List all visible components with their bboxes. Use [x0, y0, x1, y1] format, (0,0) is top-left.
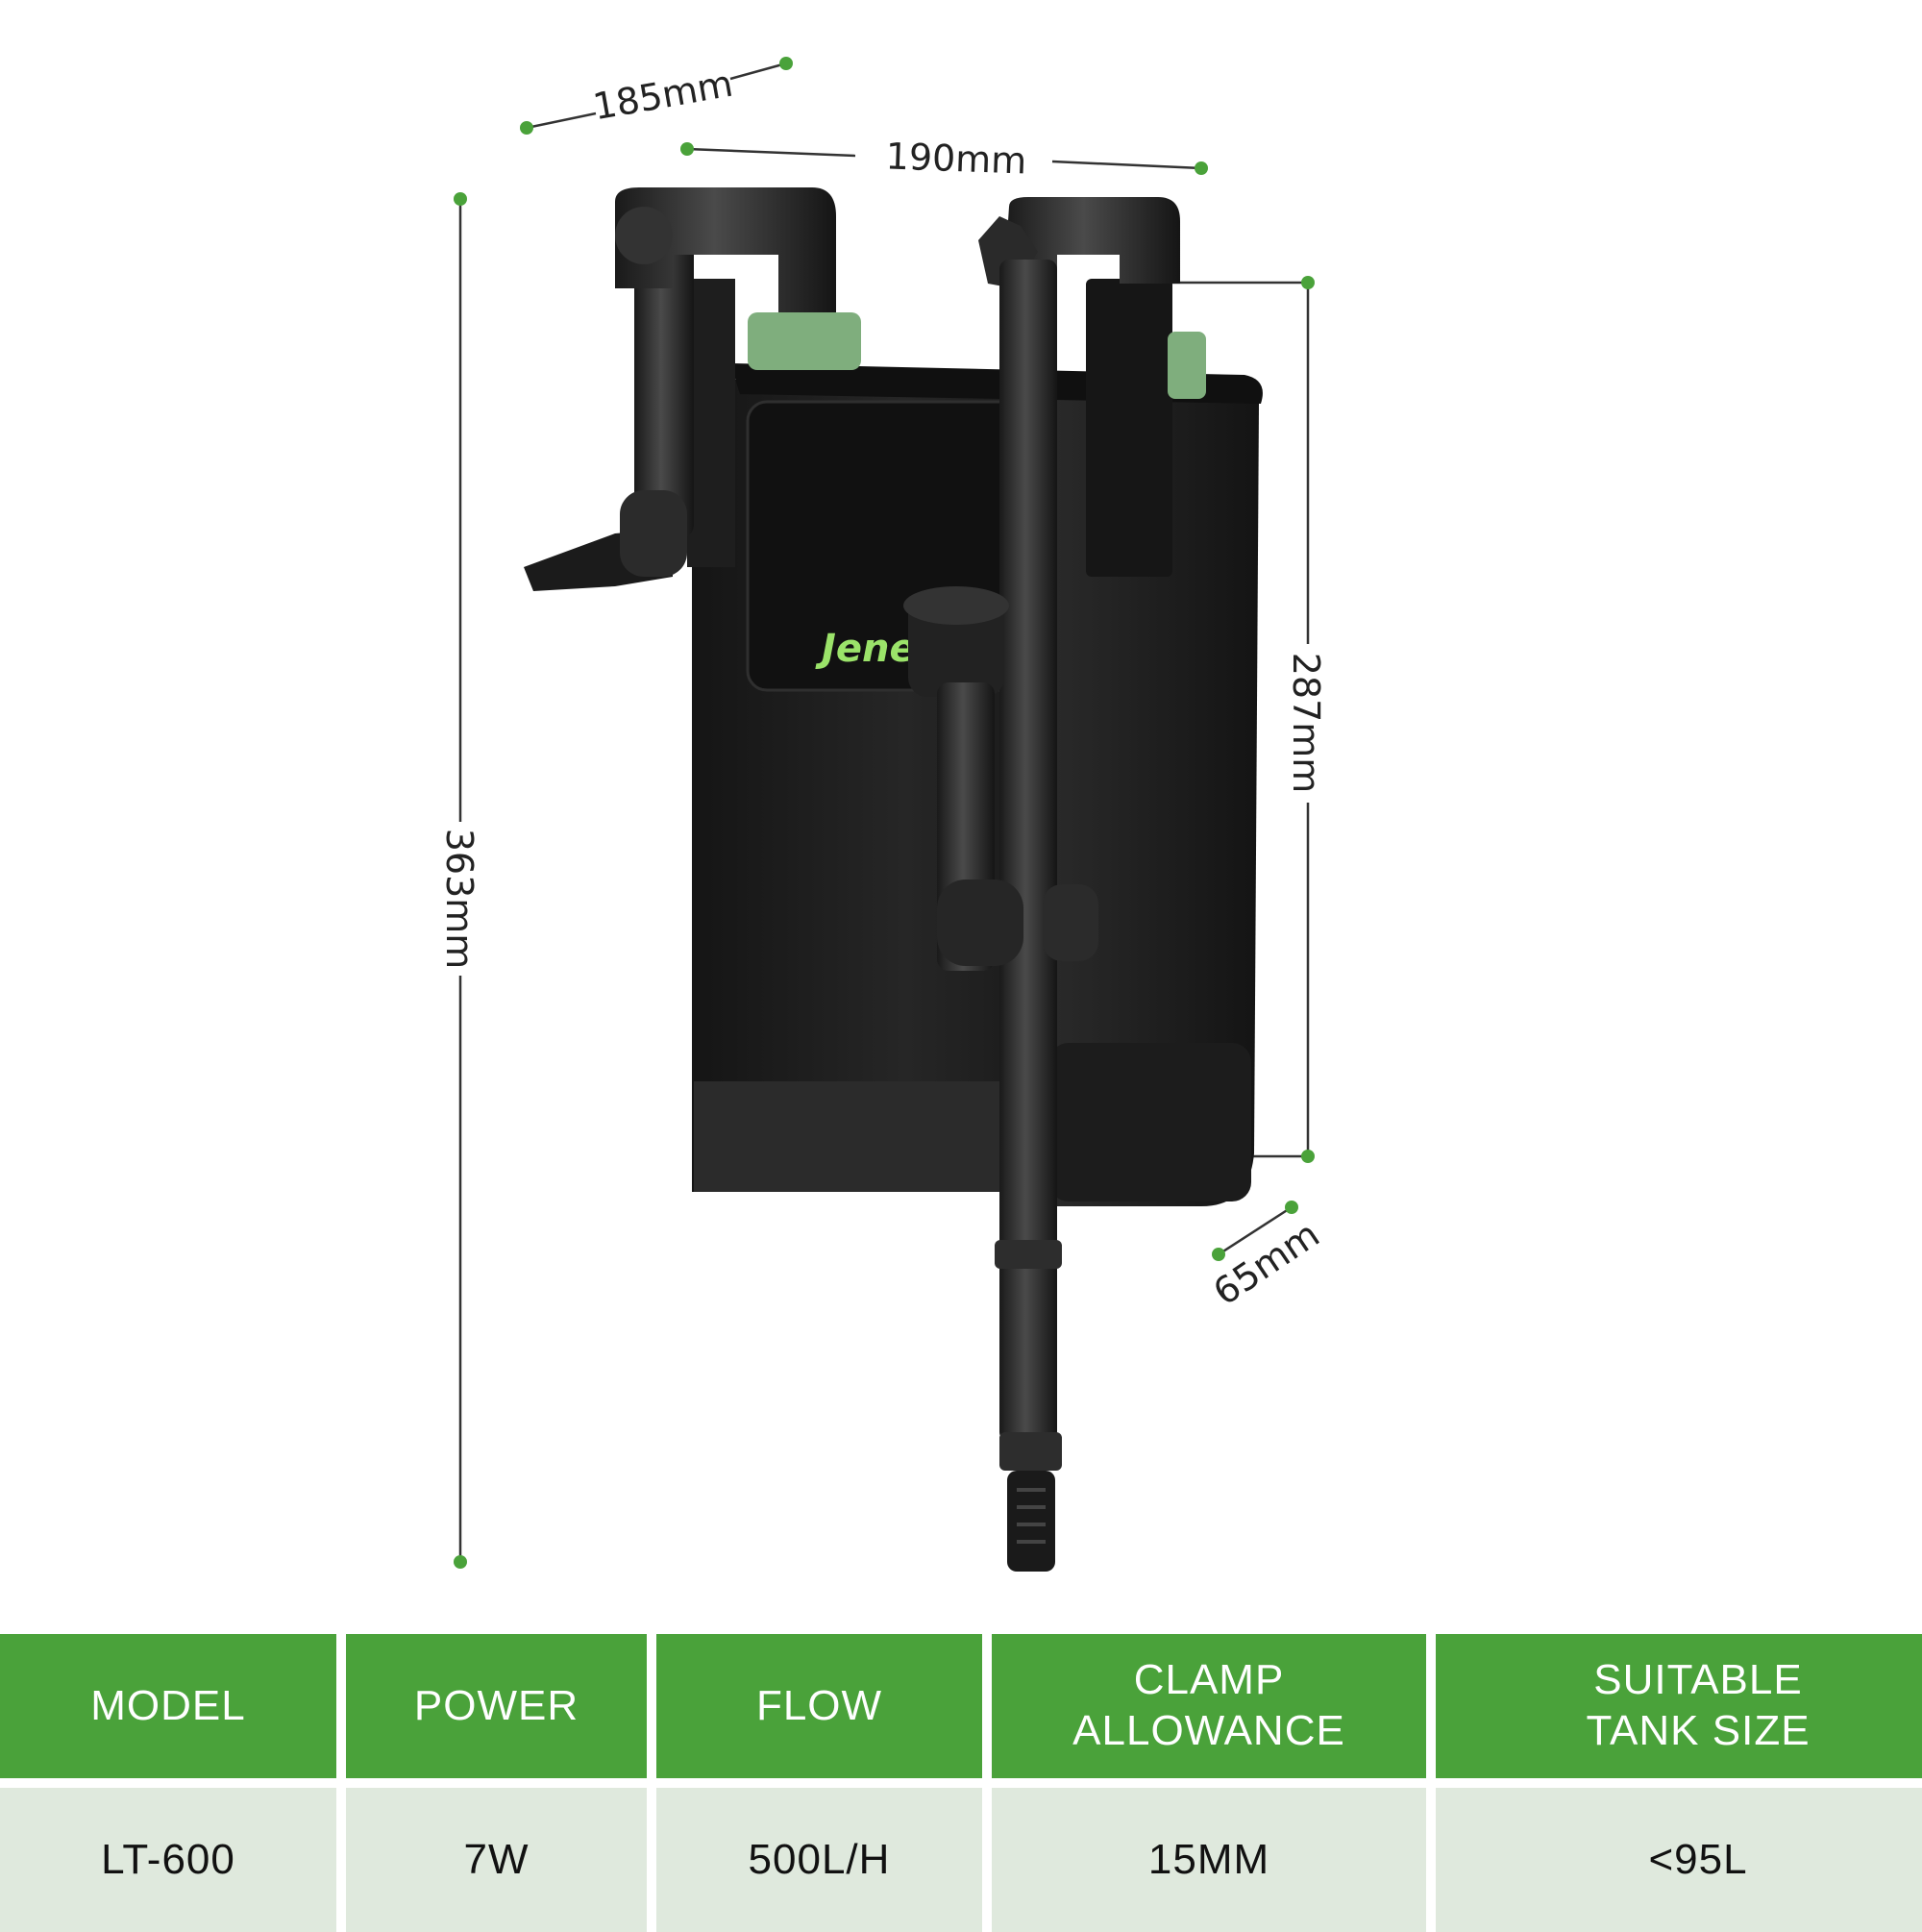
filter-side-box — [1047, 375, 1259, 1207]
dimension-lines — [458, 62, 1310, 1562]
header-power-line1: POWER — [413, 1681, 579, 1729]
left-green-nut — [748, 312, 861, 370]
value-flow: 500L/H — [656, 1788, 982, 1932]
left-inlet-bend — [615, 187, 836, 332]
header-suitable-tank-size: SUITABLE TANK SIZE — [1436, 1634, 1922, 1778]
header-tank-line2: TANK SIZE — [1586, 1707, 1811, 1754]
left-inlet-pipe — [634, 240, 694, 538]
dim-label-363: 363mm — [438, 829, 480, 970]
dim-label-190: 190mm — [885, 135, 1027, 182]
value-clamp-allowance: 15MM — [992, 1788, 1426, 1932]
header-flow: FLOW — [656, 1634, 982, 1778]
skimmer-elbow — [937, 879, 1023, 966]
header-power: POWER — [346, 1634, 647, 1778]
dim-label-287: 287mm — [1285, 653, 1327, 794]
skimmer-valve — [1043, 884, 1098, 961]
dim-label-65: 65mm — [1206, 1213, 1327, 1314]
intake-strainer — [1007, 1471, 1055, 1572]
left-clamp — [687, 279, 735, 567]
skimmer-top — [903, 586, 1009, 625]
right-green-nut — [1168, 332, 1206, 399]
brand-logo: Jene — [815, 627, 916, 671]
left-spout-joint — [620, 490, 687, 577]
value-tank-size: <95L — [1436, 1788, 1922, 1932]
header-tank-line1: SUITABLE — [1593, 1656, 1803, 1704]
strainer-slots — [1017, 1488, 1046, 1544]
value-model: LT-600 — [0, 1788, 336, 1932]
filter-lower-tray — [694, 1081, 1046, 1192]
header-model: MODEL — [0, 1634, 336, 1778]
left-pipe-cap — [615, 207, 673, 264]
spec-table: MODEL POWER FLOW CLAMP ALLOWANCE SUITABL… — [0, 1634, 1922, 1932]
intake-pipe-joint-1 — [995, 1240, 1062, 1269]
product-diagram: 185mm 190mm 363mm 287mm 65mm Jene — [438, 57, 1327, 1572]
header-clamp-line2: ALLOWANCE — [1072, 1707, 1345, 1754]
header-flow-line1: FLOW — [755, 1681, 883, 1729]
dimension-dots — [454, 57, 1315, 1569]
intake-pipe — [999, 260, 1057, 1442]
header-clamp-line1: CLAMP — [1133, 1656, 1285, 1704]
right-clamp — [1086, 279, 1172, 577]
header-clamp-allowance: CLAMP ALLOWANCE — [992, 1634, 1426, 1778]
intake-pipe-joint-2 — [999, 1432, 1062, 1471]
dim-label-185: 185mm — [590, 62, 736, 129]
value-power: 7W — [346, 1788, 647, 1932]
filter-side-lower — [1049, 1043, 1251, 1201]
filter-illustration: Jene — [524, 187, 1263, 1572]
header-model-line1: MODEL — [90, 1681, 246, 1729]
